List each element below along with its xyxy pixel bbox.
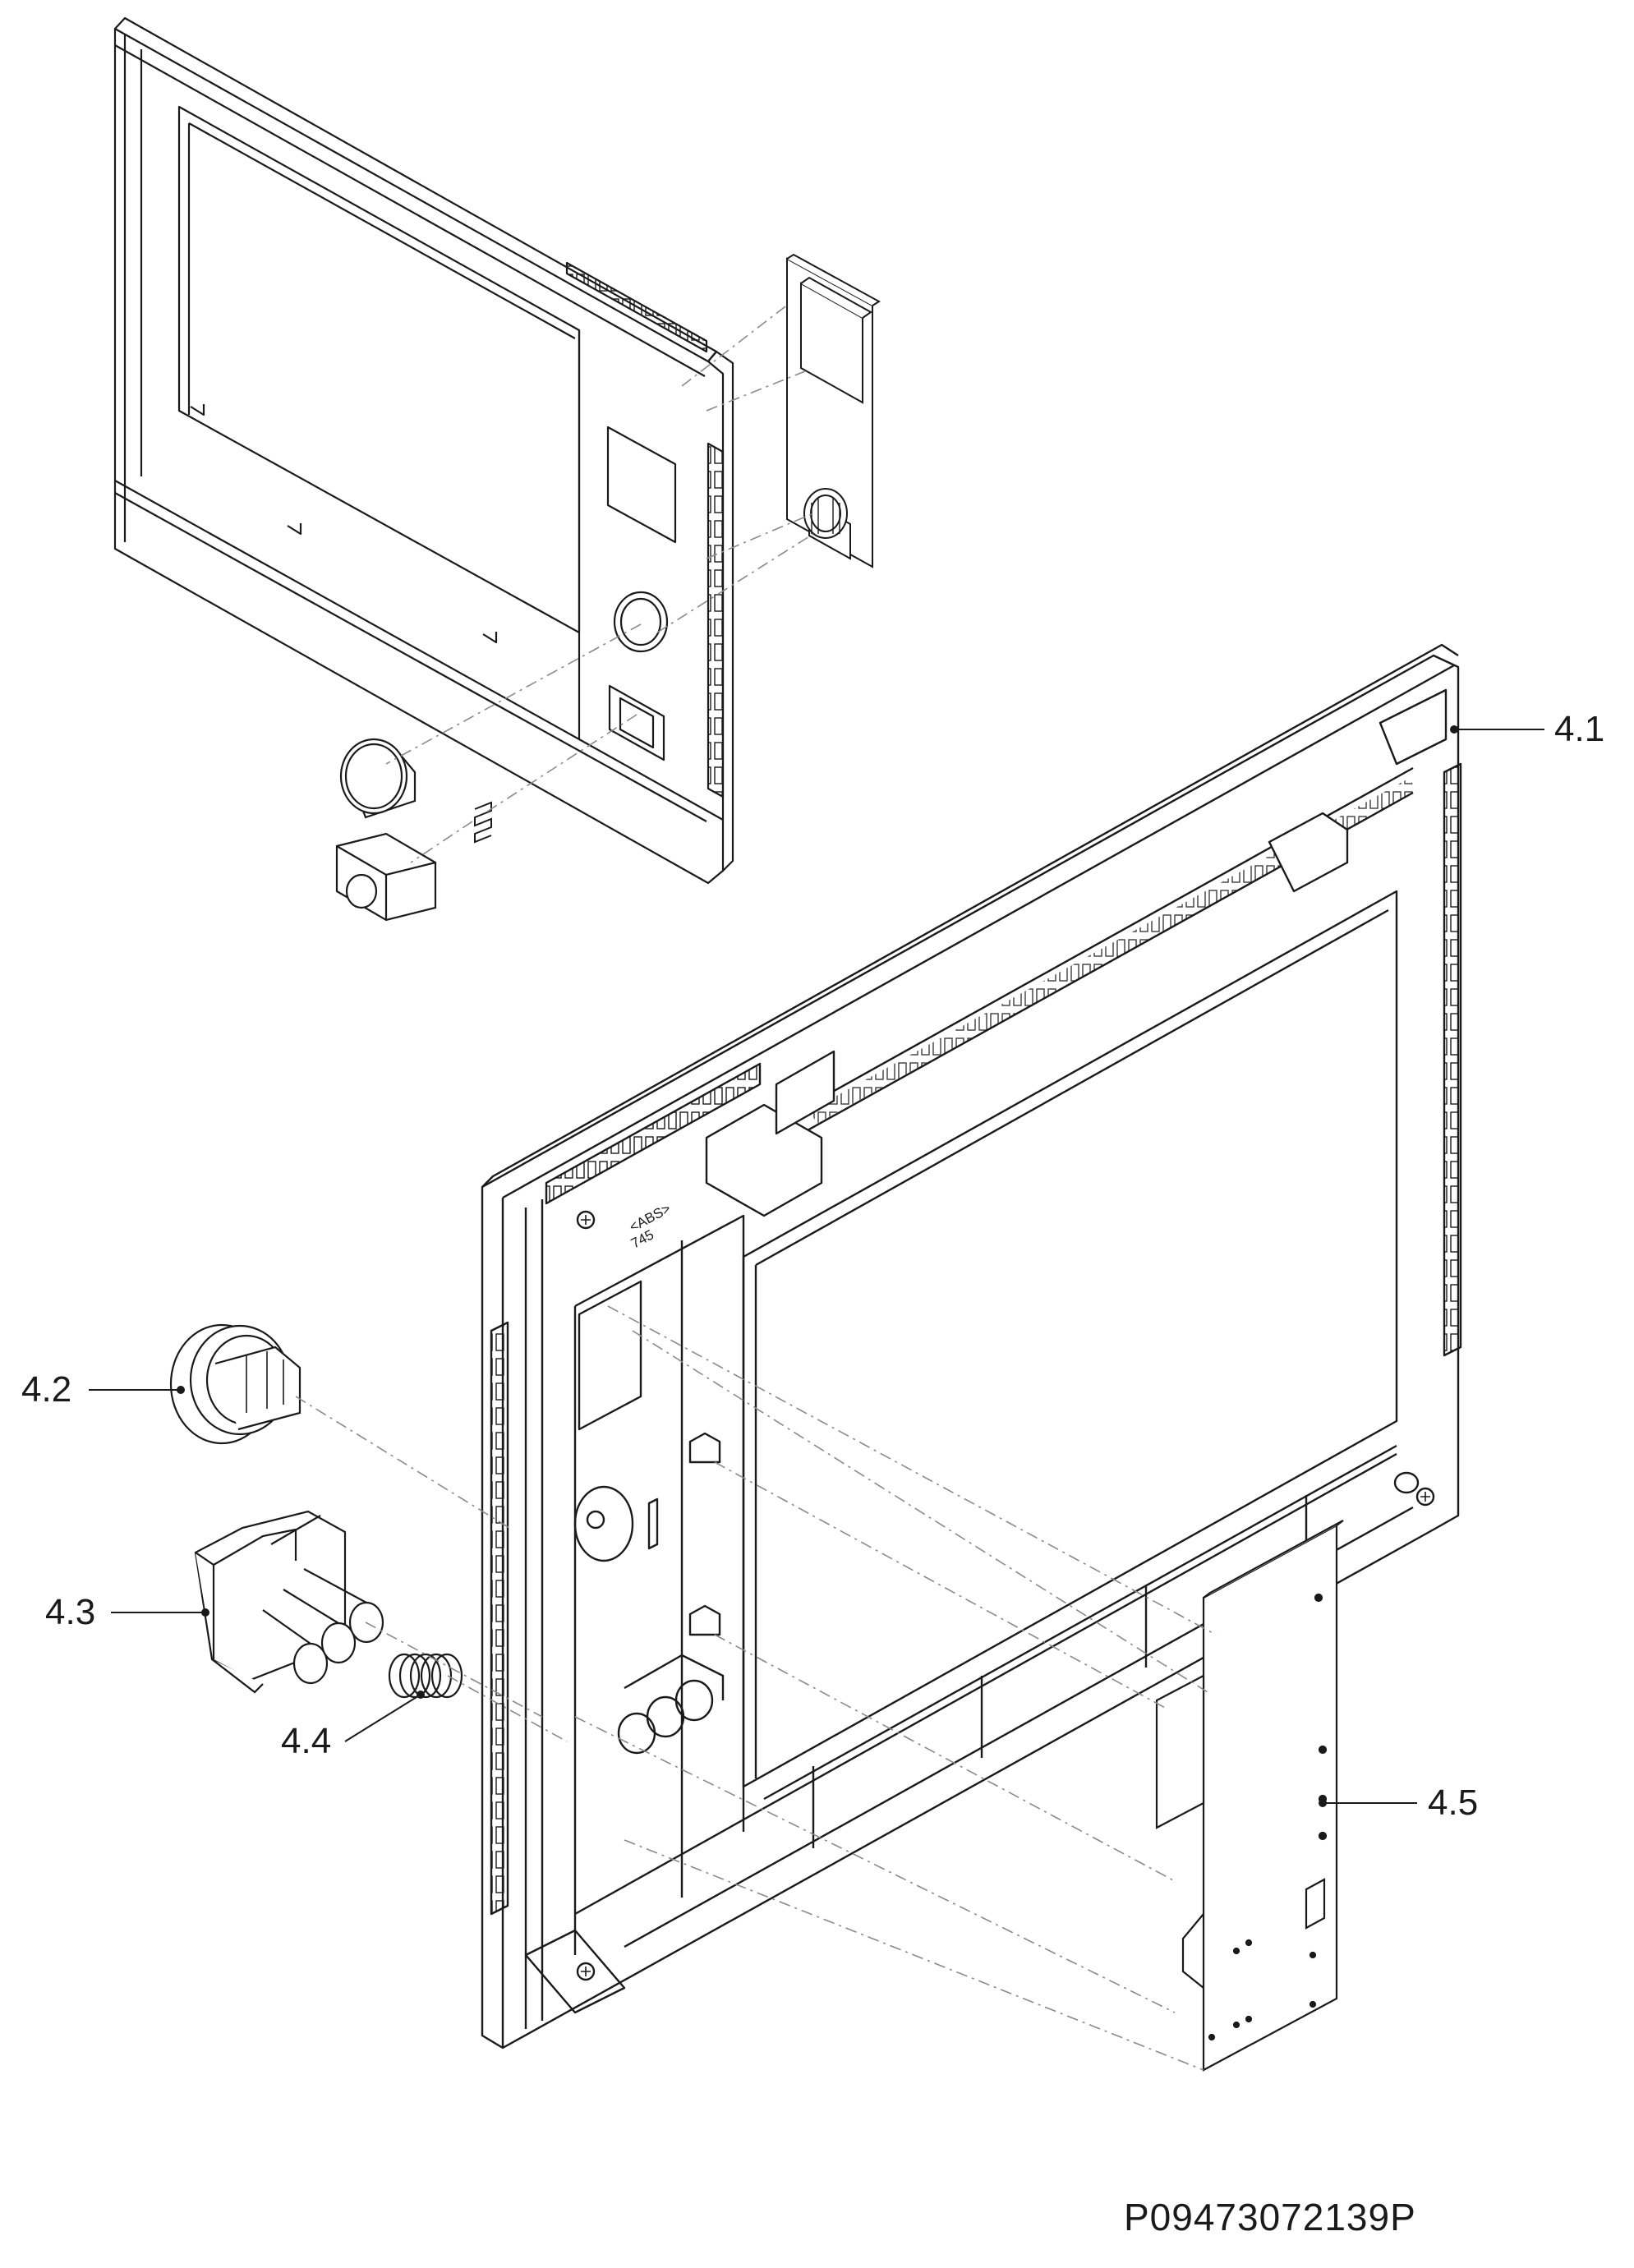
callout-label-4-4: 4.4	[281, 1721, 332, 1761]
upper-knob	[339, 738, 417, 819]
upper-button	[335, 832, 437, 922]
lower-assembly-lines	[295, 1305, 1217, 2071]
callout-leaders	[89, 725, 1544, 1807]
callout-label-4-3: 4.3	[45, 1592, 96, 1632]
upper-assembly-lines	[385, 303, 814, 863]
button-carrier-part	[194, 1510, 384, 1694]
drawing-number: P09473072139P	[1124, 2196, 1416, 2238]
callout-label-4-2: 4.2	[21, 1369, 72, 1410]
upper-circuit-board	[786, 253, 881, 568]
front-cover-assembly	[113, 16, 734, 885]
knob-part	[169, 1323, 301, 1445]
callout-label-4-1: 4.1	[1554, 709, 1605, 749]
circuit-board-part	[1155, 1520, 1344, 2072]
upper-spring	[474, 801, 492, 844]
spring-part	[388, 1653, 463, 1699]
callout-label-4-5: 4.5	[1428, 1783, 1479, 1823]
